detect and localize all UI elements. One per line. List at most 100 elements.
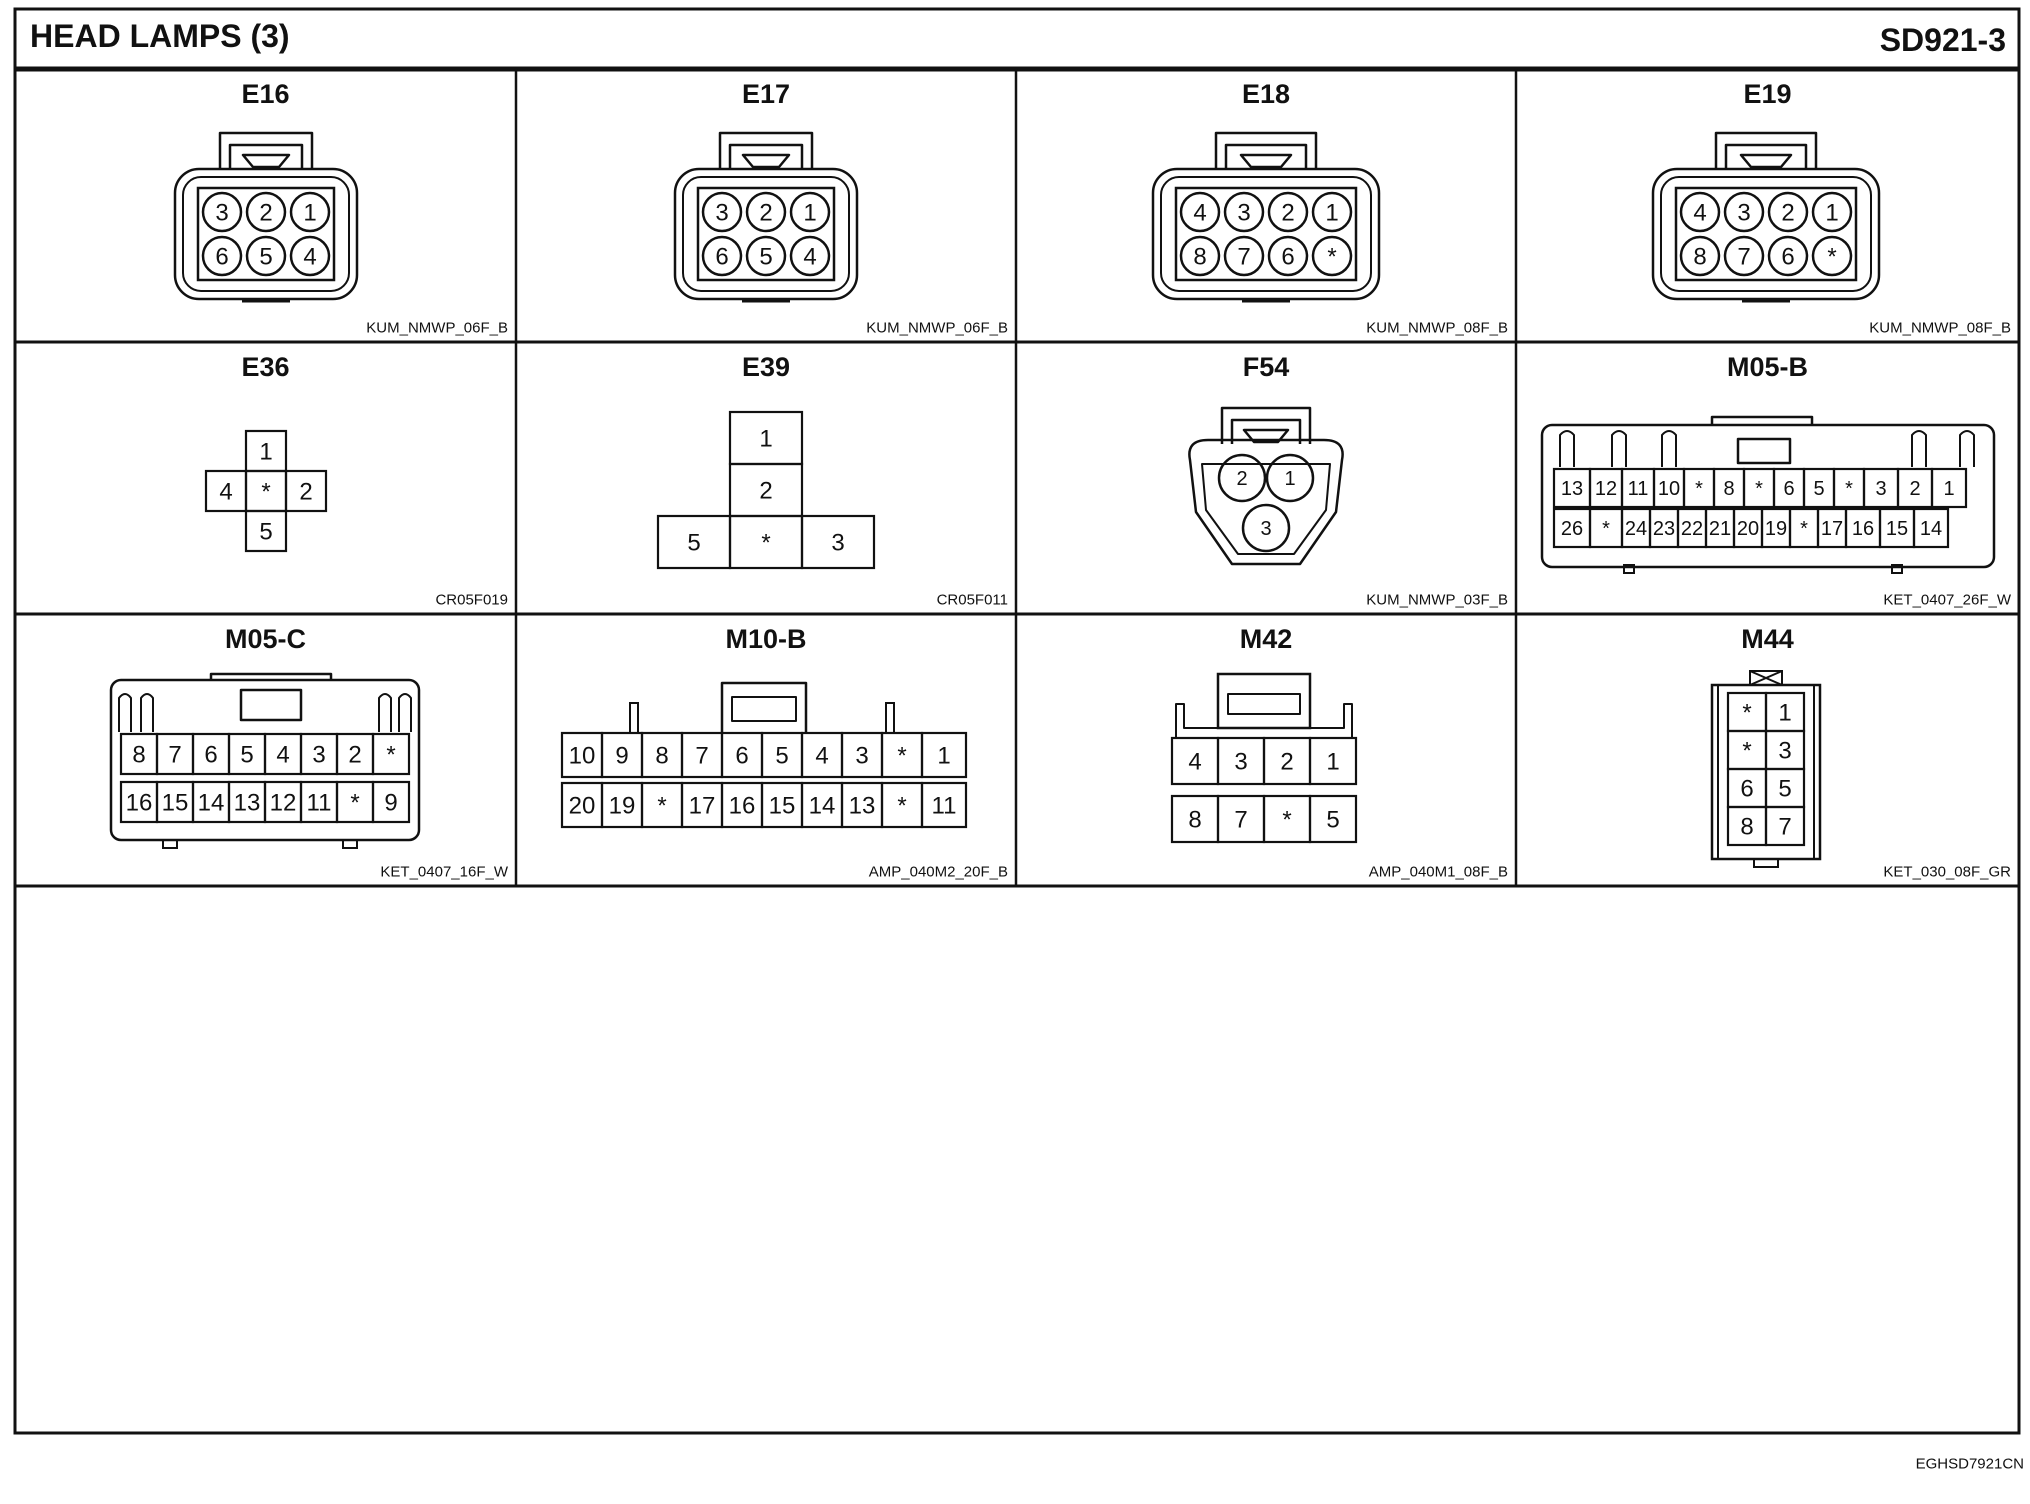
pin: 5 — [1764, 767, 1806, 809]
pin: 2 — [728, 462, 804, 518]
pin-label: * — [897, 743, 906, 770]
connector-id: E17 — [742, 79, 790, 109]
pin: 5 — [745, 235, 787, 277]
pin: 6 — [1767, 235, 1809, 277]
pin: 3 — [800, 514, 876, 570]
pin-label: 20 — [1737, 518, 1759, 540]
pin: 5 — [245, 235, 287, 277]
pin: 6 — [1267, 235, 1309, 277]
part-number: KUM_NMWP_08F_B — [1366, 320, 1508, 337]
pin: 1 — [289, 191, 331, 233]
pin: 3 — [1223, 191, 1265, 233]
pin: 16 — [1844, 507, 1882, 549]
pin-label: 2 — [1236, 468, 1247, 490]
pin: 3 — [1241, 503, 1291, 553]
pin-label: 7 — [695, 743, 708, 770]
pin-label: 1 — [1825, 200, 1838, 227]
pin-label: 5 — [259, 519, 272, 546]
pin-label: 2 — [1280, 749, 1293, 776]
pin-label: 8 — [1193, 244, 1206, 271]
connector-e39: 125*3 — [656, 410, 876, 570]
pin: 1 — [1308, 736, 1358, 786]
pin-label: 6 — [204, 742, 217, 769]
pin: 4 — [1179, 191, 1221, 233]
pin: 1 — [1811, 191, 1853, 233]
pin-label: * — [386, 742, 395, 769]
pin: 22 — [1676, 507, 1708, 549]
pin-label: 6 — [1281, 244, 1294, 271]
pin: * — [244, 469, 288, 513]
pin: 8 — [640, 731, 684, 779]
pin-label: 1 — [759, 426, 772, 453]
pin-label: * — [1282, 807, 1291, 834]
pin: 14 — [800, 781, 844, 829]
pin: 15 — [760, 781, 804, 829]
pin: 8 — [1726, 805, 1768, 847]
pin: 11 — [920, 781, 968, 829]
pin-label: 22 — [1681, 518, 1703, 540]
pin: 7 — [1223, 235, 1265, 277]
pin: * — [1726, 691, 1768, 733]
pin-label: 1 — [1943, 478, 1954, 500]
pin-label: * — [1695, 478, 1703, 500]
pin: 2 — [335, 732, 375, 776]
pin: 4 — [789, 235, 831, 277]
pin: 7 — [1764, 805, 1806, 847]
pin: 16 — [720, 781, 764, 829]
connector-id: M05-B — [1727, 352, 1808, 382]
pin: 14 — [191, 780, 231, 824]
pin: 5 — [1308, 794, 1358, 844]
pin-label: 3 — [1234, 749, 1247, 776]
pin-label: 1 — [937, 743, 950, 770]
pin: 3 — [201, 191, 243, 233]
pin-label: 16 — [1852, 518, 1874, 540]
pin-label: 5 — [259, 244, 272, 271]
pin: 5 — [760, 731, 804, 779]
pin-label: 12 — [1595, 478, 1617, 500]
pin-label: 1 — [803, 200, 816, 227]
pin-label: 2 — [1909, 478, 1920, 500]
pin: 16 — [119, 780, 159, 824]
pin-label: 7 — [1737, 244, 1750, 271]
pin-label: 2 — [1781, 200, 1794, 227]
pin-label: 26 — [1561, 518, 1583, 540]
pin-label: 14 — [809, 793, 836, 820]
pin: * — [1311, 235, 1353, 277]
pin-label: 4 — [803, 244, 816, 271]
pin-label: 7 — [1237, 244, 1250, 271]
pin: * — [371, 732, 411, 776]
pin: * — [880, 731, 924, 779]
pin-label: 1 — [1284, 468, 1295, 490]
pin-label: 1 — [1778, 700, 1791, 727]
pin-label: 3 — [1237, 200, 1250, 227]
pin-label: 4 — [219, 479, 232, 506]
pin: * — [1811, 235, 1853, 277]
pin: 1 — [1311, 191, 1353, 233]
connector-id: E18 — [1242, 79, 1290, 109]
pin-label: 5 — [775, 743, 788, 770]
pin: 8 — [119, 732, 159, 776]
pin: 10 — [1652, 467, 1686, 509]
pin-label: 2 — [299, 479, 312, 506]
part-number: CR05F019 — [435, 592, 508, 609]
pin: 20 — [560, 781, 604, 829]
pin: 7 — [1723, 235, 1765, 277]
pin: 3 — [1216, 736, 1266, 786]
pin-label: 19 — [609, 793, 636, 820]
pin: 9 — [371, 780, 411, 824]
pin: * — [880, 781, 924, 829]
pin-label: 6 — [735, 743, 748, 770]
pin-label: 1 — [1326, 749, 1339, 776]
pin: 3 — [299, 732, 339, 776]
pin: 6 — [201, 235, 243, 277]
